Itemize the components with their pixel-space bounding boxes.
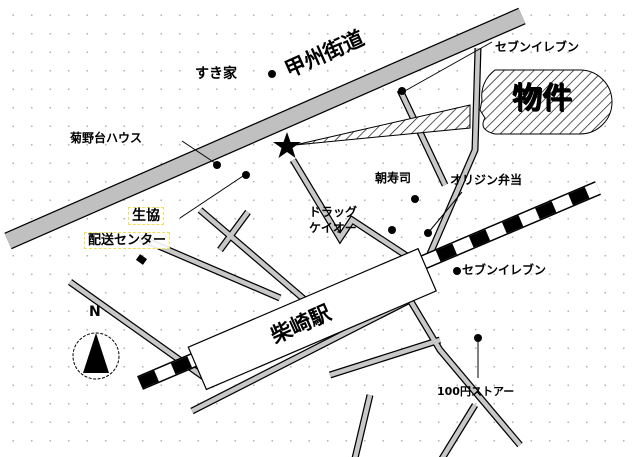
label-drug-keio-1: ドラッグ (309, 205, 358, 219)
label-seikyo-2: 配送センター (84, 232, 171, 249)
dot-100yen (474, 334, 482, 342)
label-100yen-store: 100円ストアー (437, 385, 515, 398)
koshu-kaido-highway (4, 7, 526, 250)
label-seven-eleven-north: セブンイレブン (495, 40, 580, 54)
label-seikyo-1: 生協 (128, 207, 164, 225)
label-drug-keio-2: ケイオー (309, 221, 357, 235)
dot-sukiya (268, 70, 276, 78)
property-pointer (294, 104, 471, 146)
dot-origin-bento (424, 229, 432, 237)
label-sukiya: すき家 (195, 66, 237, 82)
dot-seven-eleven-south (453, 267, 461, 275)
label-asahi-sushi: 朝寿司 (375, 171, 412, 185)
label-origin-bento: オリジン弁当 (450, 173, 523, 187)
dot-asahi-sushi (411, 195, 419, 203)
compass-north-label: N (89, 304, 101, 320)
station-building (187, 247, 437, 391)
property-label: 物件 (512, 81, 572, 116)
label-kikunodai-house: 菊野台ハウス (70, 131, 143, 145)
star-icon (273, 132, 301, 158)
leader-lines (179, 41, 493, 378)
property-callout (479, 69, 613, 135)
dot-drug-keio (388, 226, 396, 234)
dot-seikyo (242, 171, 250, 179)
dot-seven-eleven-north (398, 87, 406, 95)
compass-icon (72, 332, 120, 380)
dot-kikunodai (213, 161, 221, 169)
label-seven-eleven-south: セブンイレブン (462, 263, 547, 277)
poi-dots (213, 70, 482, 342)
